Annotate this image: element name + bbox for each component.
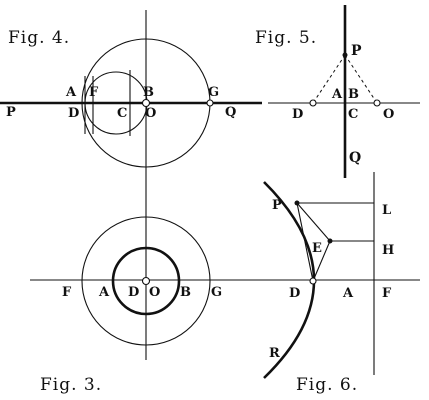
fig3-label-a: A [98,285,110,300]
fig4-label-c: C [117,106,127,121]
fig5-dashed-line-pd [312,54,346,104]
fig6-line-pe [296,202,331,242]
fig5-dashed-line-po [344,54,378,104]
fig4-label-b: B [143,85,154,100]
fig5-label-c: C [348,107,358,122]
fig4-point-o [141,98,151,108]
fig4-label-d: D [68,106,79,121]
fig6-line-de [312,240,331,282]
fig5-label-q: Q [349,150,361,166]
fig4-label-f: F [89,85,99,100]
fig3-inner-circle [111,246,181,316]
fig4-label-p: P [6,105,16,120]
fig4-label-g: G [208,85,219,100]
fig5-caption: Fig. 5. [255,28,317,48]
fig3-label-b: B [180,285,191,300]
fig5-point-p [342,52,348,58]
fig3-center-point [141,276,151,286]
fig5-label-b: B [348,87,359,102]
fig3-caption: Fig. 3. [40,375,102,395]
fig6-point-e [327,238,333,244]
fig5-label-p: P [351,43,362,59]
fig6-caption: Fig. 6. [296,375,358,395]
fig5-label-o: O [383,107,394,122]
fig6-label-e: E [312,241,322,256]
figure-3: Fig. 3. F A D O B G [30,216,420,395]
figure-5: Fig. 5. P A B D C O Q [255,5,420,178]
fig5-point-d [309,99,317,107]
fig5-point-o [373,99,381,107]
fig6-label-r: R [269,346,280,361]
fig6-label-d: D [289,286,300,301]
fig3-label-d: D [128,285,139,300]
fig3-label-o: O [149,285,160,300]
fig6-label-h: H [382,243,394,258]
fig6-point-d [309,277,317,285]
fig5-label-d: D [292,107,303,122]
fig6-line-pd [296,202,314,282]
fig4-point-g [206,99,214,107]
fig6-point-p [294,200,300,206]
fig5-label-a: A [331,87,343,102]
fig6-label-a: A [342,286,354,301]
fig4-label-q: Q [225,105,236,120]
fig3-label-g: G [211,285,222,300]
fig6-label-p: P [272,198,282,213]
figure-4: Fig. 4. A F B G P D C O Q [0,10,262,240]
figure-6: Fig. 6. P L E H D A F R [263,172,394,395]
fig6-label-l: L [382,203,391,218]
fig6-label-f: F [382,286,392,301]
fig3-label-f: F [62,285,72,300]
fig4-caption: Fig. 4. [8,28,70,48]
fig4-label-o: O [145,106,156,121]
fig3-outer-circle [81,216,211,346]
fig4-label-a: A [65,85,77,100]
